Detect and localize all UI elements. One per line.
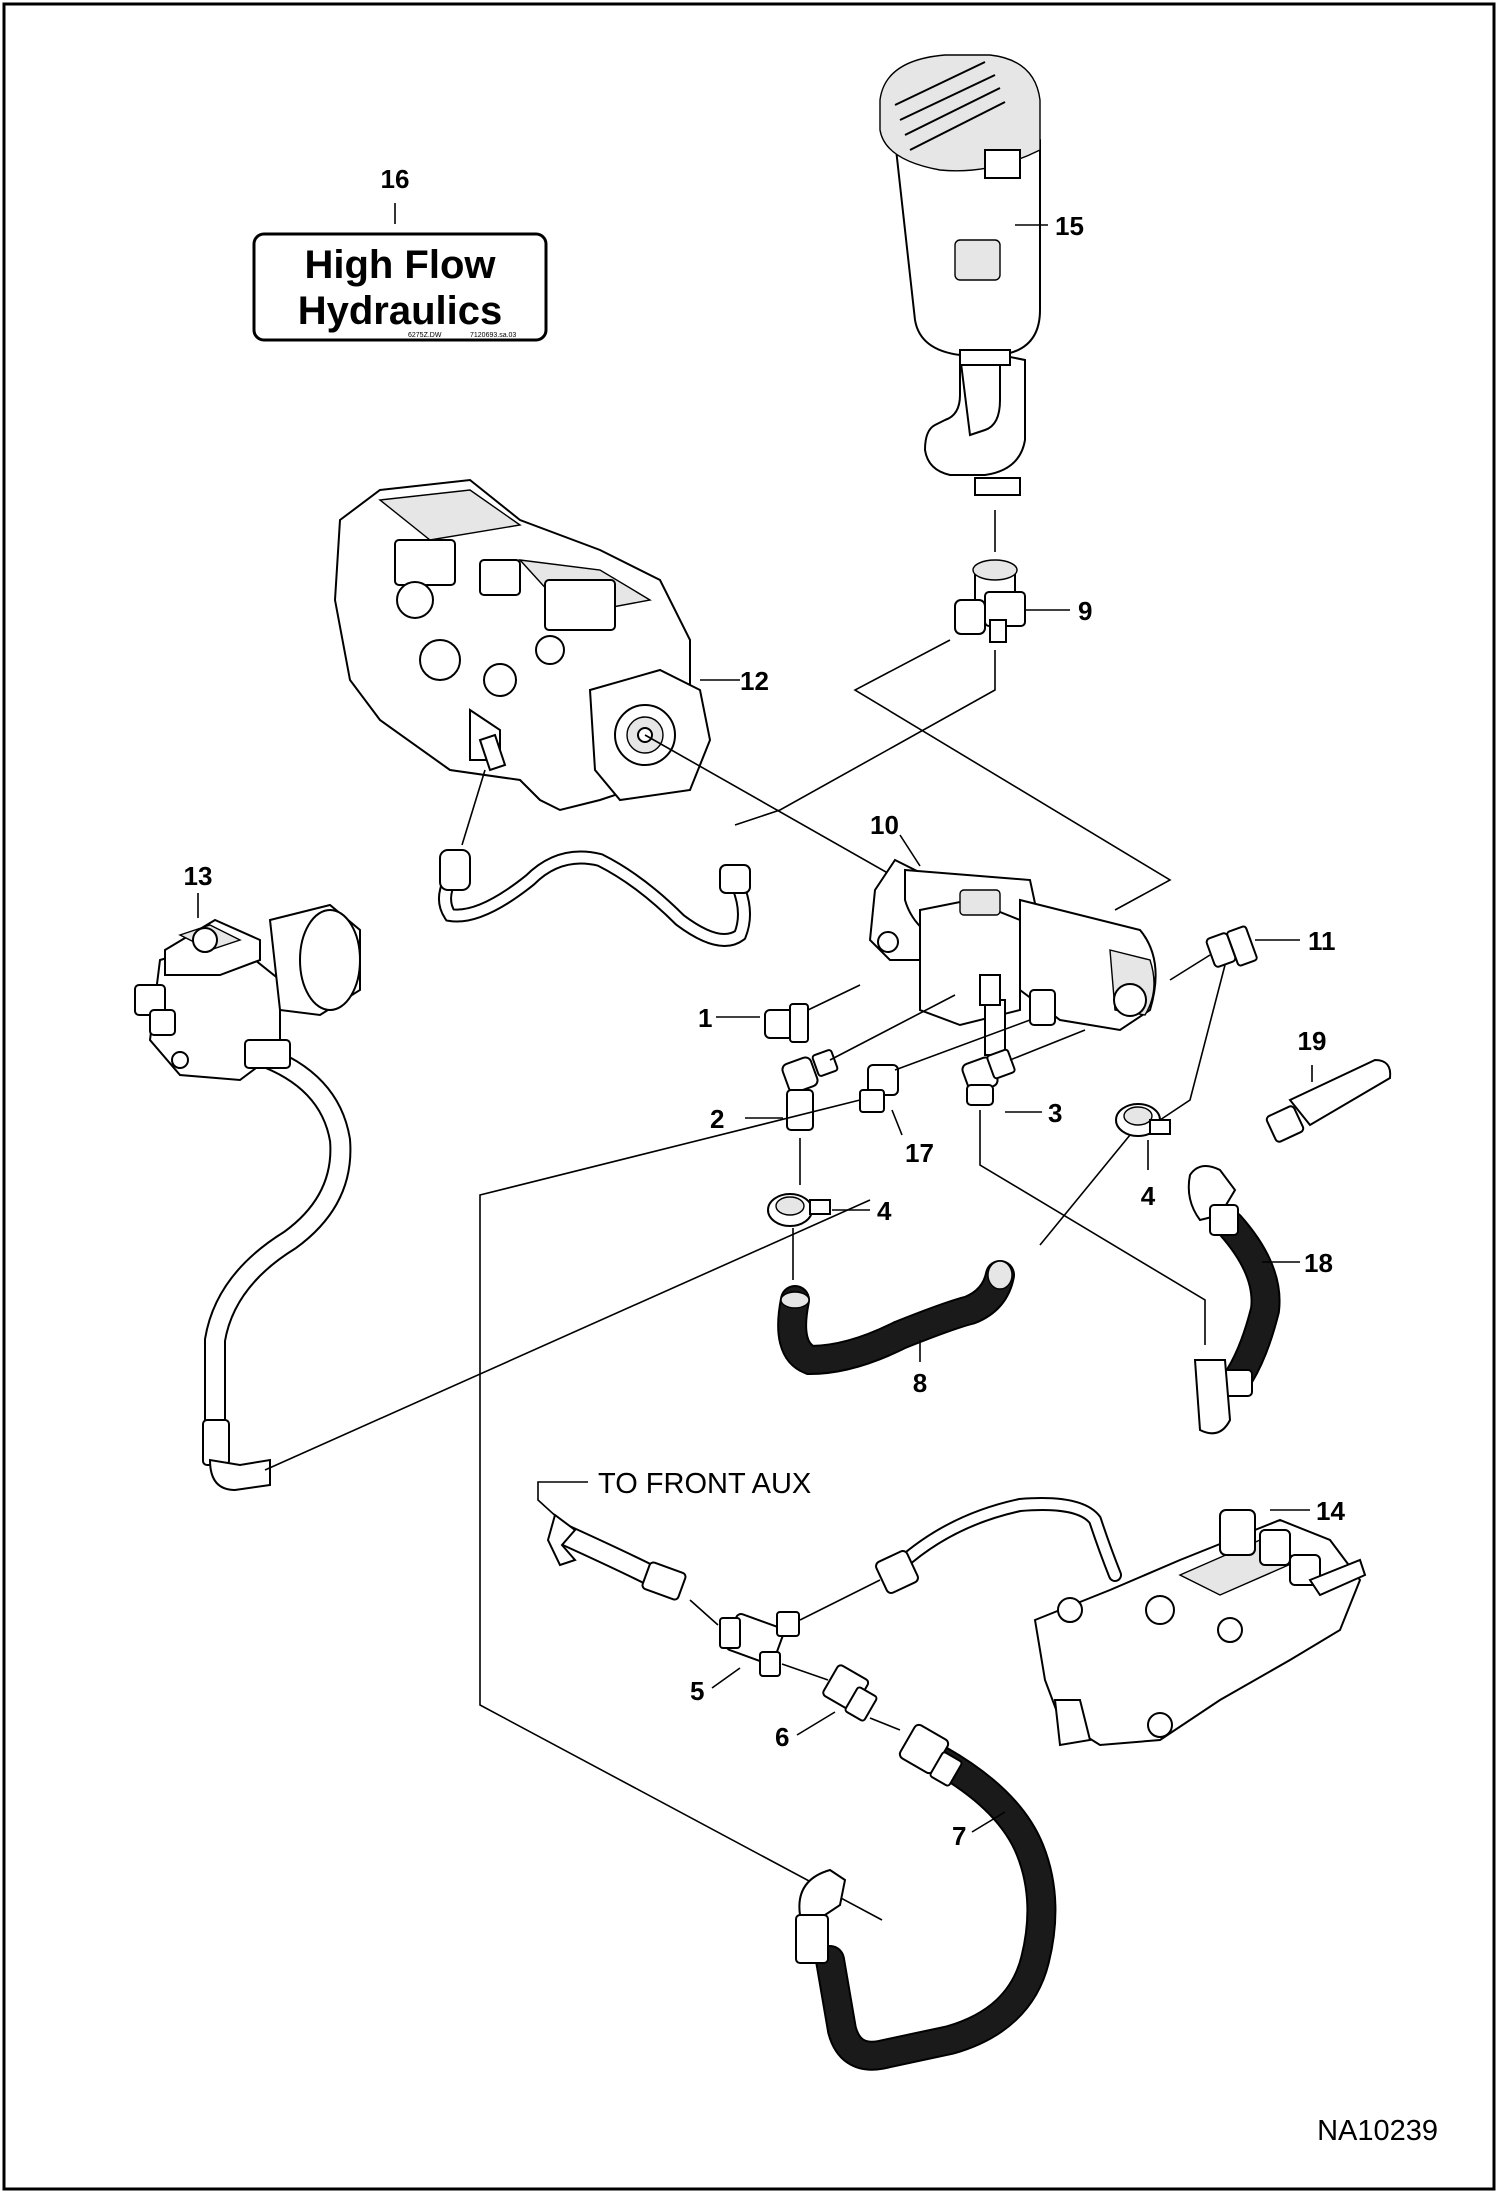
leader-6 xyxy=(796,1711,836,1736)
hose-13 xyxy=(202,1039,352,1492)
callout-4b: 4 xyxy=(1141,1181,1156,1211)
leader-3-to-10 xyxy=(1009,1029,1086,1061)
hose-18 xyxy=(1187,1165,1281,1435)
tee-5 xyxy=(719,1611,800,1677)
callout-7: 7 xyxy=(952,1821,966,1851)
gear-pump-10 xyxy=(868,858,1157,1056)
leader-pump-hose xyxy=(461,769,486,846)
leader-to-front-aux xyxy=(537,1481,588,1521)
decal-code-right: 7120693.sa.03 xyxy=(470,332,516,339)
leader-2-to-10 xyxy=(829,994,956,1061)
hose-8 xyxy=(777,1260,1015,1376)
leader-5-to-6 xyxy=(781,1663,829,1681)
fitting-19 xyxy=(1265,1058,1392,1143)
drawing-id: NA10239 xyxy=(1317,2115,1438,2147)
leader-1-to-10 xyxy=(807,984,861,1011)
leader-17-to-10 xyxy=(894,1019,1031,1071)
leader-5-to-14 xyxy=(799,1579,881,1621)
label-to-front-aux: TO FRONT AUX xyxy=(598,1468,811,1500)
control-valve-14 xyxy=(875,1497,1367,1747)
tee-fitting-9 xyxy=(954,559,1026,643)
leader-12-to-10 xyxy=(644,734,901,881)
callout-5: 5 xyxy=(690,1676,704,1706)
callout-14: 14 xyxy=(1316,1496,1345,1526)
callout-4a: 4 xyxy=(877,1196,892,1226)
leader-10 xyxy=(899,834,921,867)
leader-11-to-10 xyxy=(1169,954,1211,981)
leader-13-hose-to-17 xyxy=(264,1199,871,1471)
leader-4b-to-8 xyxy=(1039,1134,1131,1246)
callout-10: 10 xyxy=(870,810,899,840)
callout-11: 11 xyxy=(1308,926,1336,956)
leader-aux-to-5 xyxy=(689,1599,719,1626)
callout-2: 2 xyxy=(710,1104,724,1134)
elbow-3 xyxy=(961,1048,1016,1106)
filter-assembly xyxy=(879,54,1041,496)
callout-15: 15 xyxy=(1055,211,1084,241)
leader-3-to-18 xyxy=(979,1110,1206,1345)
hose-7 xyxy=(795,1723,1057,2071)
leader-6-to-7 xyxy=(869,1717,901,1731)
leader-9-branch xyxy=(734,650,996,826)
pump-suction-hose xyxy=(438,849,751,947)
callout-8: 8 xyxy=(913,1368,927,1398)
elbow-2 xyxy=(781,1049,839,1131)
callout-9: 9 xyxy=(1078,596,1092,626)
fitting-17 xyxy=(859,1064,899,1113)
callout-19: 19 xyxy=(1298,1026,1327,1056)
callout-16: 16 xyxy=(381,164,410,194)
leader-9-to-10 xyxy=(853,639,1172,911)
leader-11-to-4b xyxy=(1159,964,1226,1121)
fitting-1 xyxy=(764,1003,809,1043)
decal-line1: High Flow xyxy=(304,243,496,287)
leader-17-long xyxy=(479,1099,883,1921)
decal-high-flow-hydraulics: High Flow Hydraulics 6275Z.DW 7120693.sa… xyxy=(252,232,548,342)
callout-3: 3 xyxy=(1048,1098,1062,1128)
leader-7 xyxy=(971,1811,1006,1833)
callout-17: 17 xyxy=(905,1138,934,1168)
decal-code-left: 6275Z.DW xyxy=(408,332,442,339)
callout-1: 1 xyxy=(698,1003,712,1033)
callout-6: 6 xyxy=(775,1722,789,1752)
callout-18: 18 xyxy=(1304,1248,1333,1278)
callout-12: 12 xyxy=(740,666,769,696)
front-aux-hose xyxy=(546,1513,687,1601)
adapter-6 xyxy=(822,1664,878,1722)
fitting-11 xyxy=(1205,925,1258,968)
decal-line2: Hydraulics xyxy=(298,289,503,333)
leader-17 xyxy=(891,1109,903,1136)
callout-13: 13 xyxy=(184,861,213,891)
leader-5 xyxy=(711,1667,741,1689)
hydrostatic-pump-12 xyxy=(333,478,712,812)
clamp-4a xyxy=(767,1193,831,1227)
clamp-4b xyxy=(1115,1103,1171,1137)
